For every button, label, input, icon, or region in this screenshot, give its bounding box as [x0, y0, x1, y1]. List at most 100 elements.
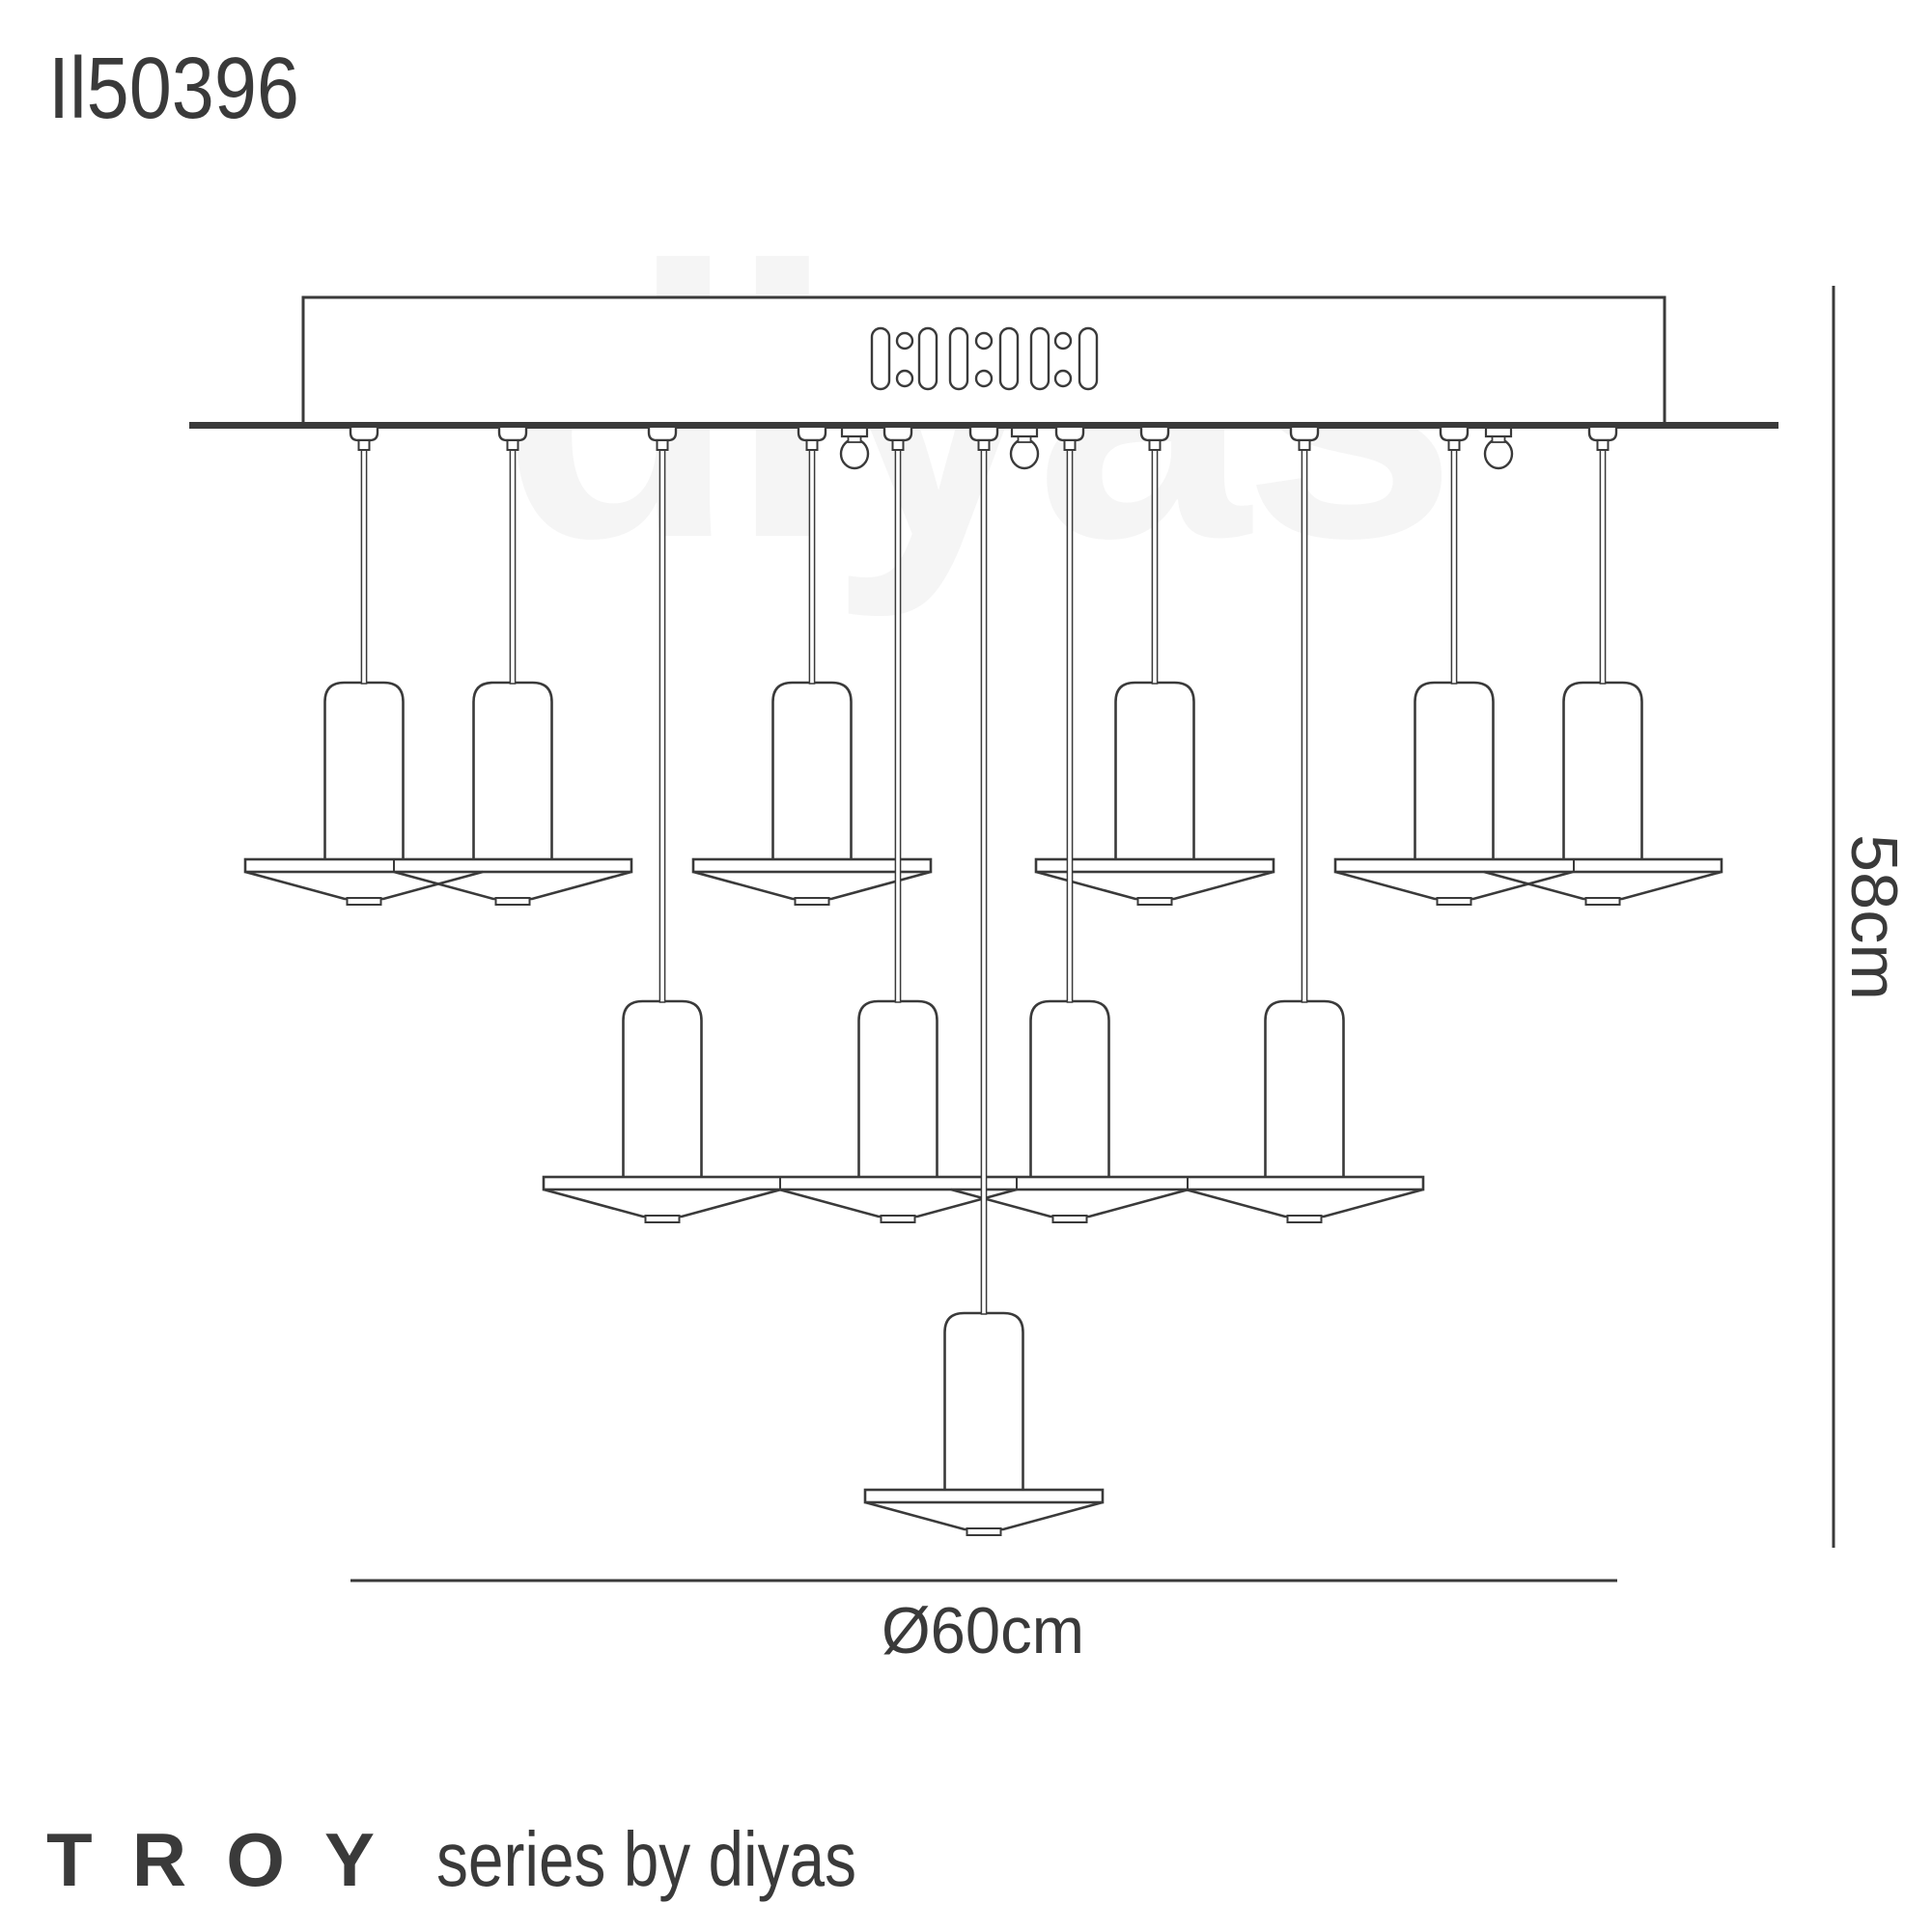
- plate-slot: [998, 326, 1020, 391]
- shade-row: [863, 1488, 1105, 1536]
- cord-grip-nipple: [891, 439, 905, 451]
- shade-tip-notch: [966, 1527, 1002, 1536]
- shade-tip-notch: [1286, 1215, 1323, 1223]
- cord-grip-nipple: [1596, 439, 1610, 451]
- shade-tip-notch: [1051, 1215, 1088, 1223]
- cord-grip-dome: [1587, 428, 1618, 442]
- suspension-cord: [1151, 447, 1159, 685]
- suspension-cord: [1450, 447, 1458, 685]
- shade-tip-notch: [1136, 897, 1173, 906]
- cord-grip-dome: [1054, 428, 1085, 442]
- pendant-fixture: [243, 447, 1723, 1536]
- cord-grip-nipple: [1063, 439, 1077, 451]
- cord-grip-nipple: [656, 439, 669, 451]
- plate-hole: [895, 369, 914, 388]
- suspension-cord: [1301, 447, 1308, 1003]
- plate-slot: [917, 326, 938, 391]
- suspension-cord: [894, 447, 902, 1003]
- suspension-cord: [1599, 447, 1607, 685]
- bulb-cap: [1010, 426, 1039, 438]
- shade-bar: [1034, 857, 1275, 874]
- cord-grip-nipple: [1148, 439, 1162, 451]
- shade-bar: [863, 1488, 1105, 1504]
- cord-grip-nipple: [805, 439, 819, 451]
- cord-grip-dome: [1439, 428, 1470, 442]
- plate-hole: [974, 331, 994, 350]
- suspension-cord: [509, 447, 517, 685]
- footer: TROY series by diyas: [46, 1816, 856, 1902]
- bulb-cap: [840, 426, 869, 438]
- bulb-lamp: [1009, 426, 1040, 470]
- shade-tip-notch: [880, 1215, 916, 1223]
- plate-hole: [974, 369, 994, 388]
- ceiling-plate: [301, 295, 1666, 427]
- cord-grip-dome: [968, 428, 999, 442]
- bulb-lamp: [1483, 426, 1514, 470]
- suspension-cord: [360, 447, 368, 685]
- suspension-cord: [980, 447, 988, 1315]
- cord-grip-nipple: [357, 439, 371, 451]
- bulb-lamp: [839, 426, 870, 470]
- pendant-capsule: [1414, 681, 1495, 867]
- cord-attachments: [349, 426, 1618, 470]
- pendant-capsule: [1029, 999, 1110, 1185]
- pendant-capsule: [1114, 681, 1195, 867]
- shade-row: [691, 857, 933, 906]
- shade-bar: [243, 857, 633, 874]
- shade-row: [1034, 857, 1275, 906]
- shade-cone: [543, 1188, 782, 1218]
- height-dimension-label: 58cm: [1837, 834, 1911, 1000]
- plate-hole: [895, 331, 914, 350]
- shade-bar: [1333, 857, 1723, 874]
- cord-grip-dome: [1139, 428, 1170, 442]
- cord-grip-dome: [1289, 428, 1320, 442]
- shade-row: [243, 857, 633, 906]
- cord-grip-dome: [797, 428, 827, 442]
- shade-cone: [864, 1500, 1104, 1531]
- cord-grip-dome: [882, 428, 913, 442]
- suspension-cord: [1066, 447, 1074, 1003]
- shade-tip-notch: [494, 897, 531, 906]
- pendant-capsule: [771, 681, 853, 867]
- product-code-label: Il50396: [48, 41, 299, 137]
- mounting-plate-pattern: [870, 326, 1099, 391]
- shade-tip-notch: [1584, 897, 1621, 906]
- cord-grip-nipple: [506, 439, 519, 451]
- pendant-capsule: [1562, 681, 1643, 867]
- cord-grip-nipple: [1447, 439, 1461, 451]
- shade-cone: [1185, 1188, 1424, 1218]
- plate-slot: [1029, 326, 1050, 391]
- pendant-capsule: [857, 999, 938, 1185]
- plate-slot: [948, 326, 969, 391]
- ceiling-bar: [189, 422, 1778, 429]
- cord-grip-nipple: [1298, 439, 1311, 451]
- ceiling-plate-body: [301, 295, 1666, 427]
- pendant-capsule: [622, 999, 703, 1185]
- suspension-cord: [808, 447, 816, 685]
- bulb-glass: [1009, 437, 1040, 470]
- series-name-label: TROY: [46, 1817, 375, 1902]
- bulb-glass: [1483, 437, 1514, 470]
- pendant-capsule: [943, 1311, 1024, 1498]
- suspension-cord: [658, 447, 666, 1003]
- cord-grip-nipple: [977, 439, 991, 451]
- dimension-annotations: 58cm Ø60cm: [350, 286, 1911, 1667]
- pendant-capsule: [323, 681, 405, 867]
- bulb-glass: [839, 437, 870, 470]
- diameter-dimension-label: Ø60cm: [882, 1594, 1084, 1667]
- plate-slot: [870, 326, 891, 391]
- pendant-capsule: [472, 681, 553, 867]
- shade-tip-notch: [644, 1215, 681, 1223]
- plate-hole: [1053, 331, 1073, 350]
- cord-grip-dome: [349, 428, 379, 442]
- cord-grip-dome: [497, 428, 528, 442]
- shade-row: [1333, 857, 1723, 906]
- shade-tip-notch: [1436, 897, 1472, 906]
- plate-slot: [1078, 326, 1099, 391]
- pendant-capsule: [1264, 999, 1345, 1185]
- series-tagline-label: series by diyas: [436, 1816, 856, 1902]
- cord-grip-dome: [647, 428, 678, 442]
- shade-tip-notch: [794, 897, 830, 906]
